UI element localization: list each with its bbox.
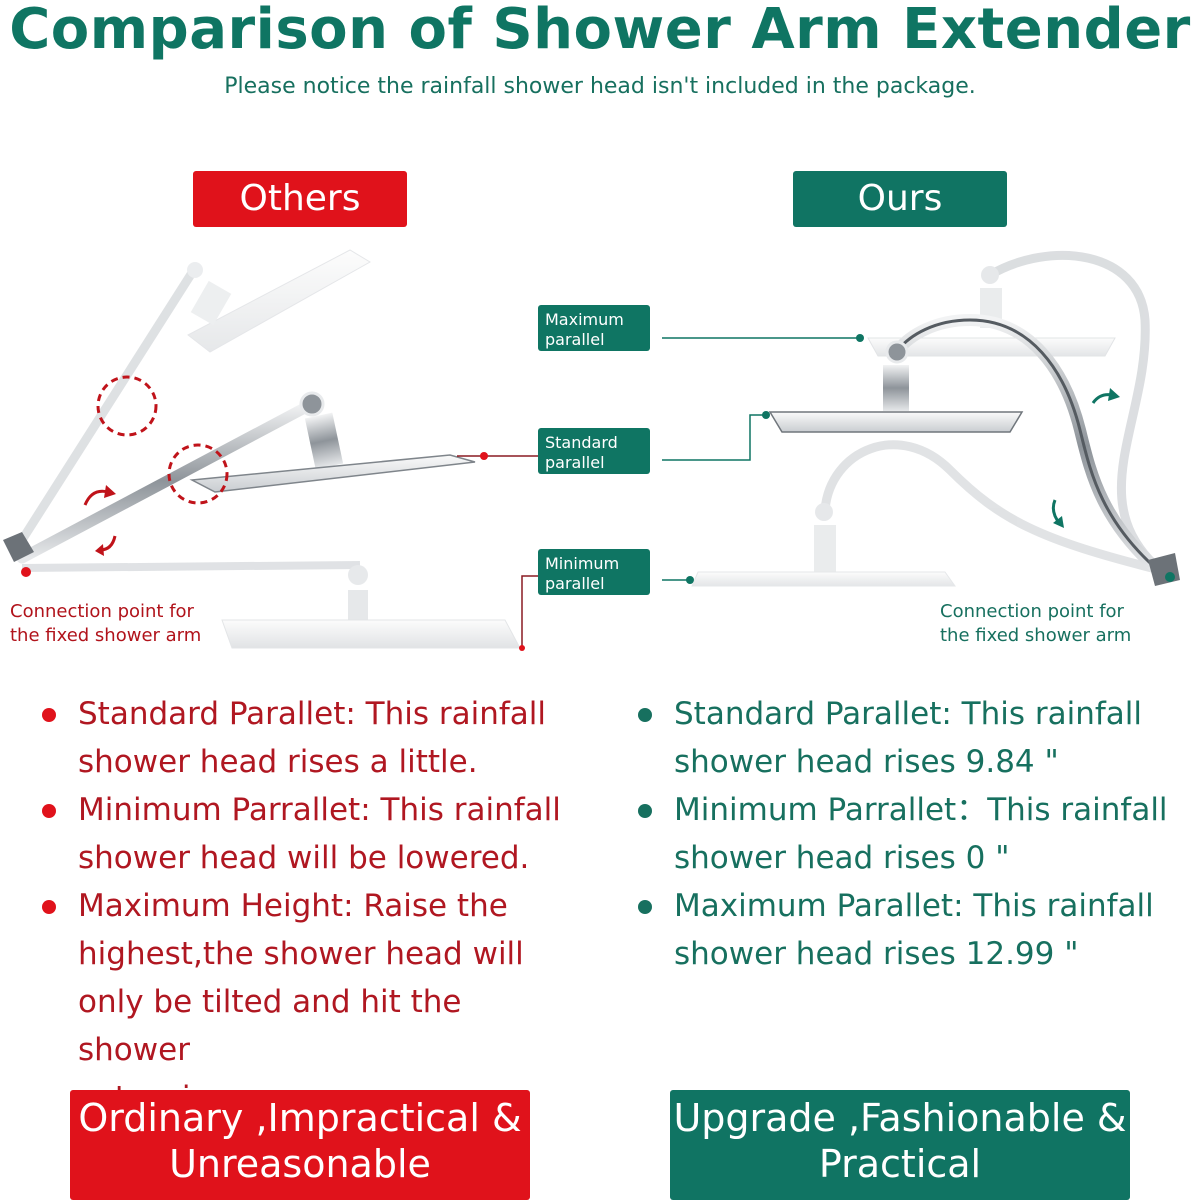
ours-shower-head-min-icon bbox=[691, 440, 1162, 587]
list-item-line: Standard Parallet: This rainfall bbox=[78, 696, 547, 732]
others-connection-caption: Connection point for the fixed shower ar… bbox=[10, 600, 201, 648]
others-feature-list: Standard Parallet: This rainfall shower … bbox=[42, 690, 572, 1122]
tag-line: parallel height bbox=[545, 330, 605, 369]
tag-line: Standard bbox=[545, 433, 618, 452]
others-shower-head-max-icon bbox=[18, 249, 371, 543]
comparison-illustration bbox=[3, 249, 1180, 651]
verdict-line: Unreasonable bbox=[169, 1142, 431, 1186]
others-verdict-banner: Ordinary ,Impractical & Unreasonable bbox=[70, 1090, 530, 1200]
bullet-icon bbox=[42, 900, 56, 914]
tag-line: parallel height bbox=[545, 574, 605, 613]
list-item: Maximum Height: Raise the highest,the sh… bbox=[42, 882, 572, 1122]
list-item-line: Minimum Parrallet: This rainfall bbox=[78, 792, 561, 828]
list-item-line: shower head rises a little. bbox=[78, 744, 478, 780]
list-item-line: highest,the shower head will bbox=[78, 936, 524, 972]
list-item: Standard Parallet: This rainfall shower … bbox=[638, 690, 1178, 786]
bullet-icon bbox=[42, 708, 56, 722]
others-pivot-highlight-icon bbox=[167, 443, 229, 505]
bullet-icon bbox=[638, 900, 652, 914]
bullet-icon bbox=[42, 804, 56, 818]
others-pivot-highlight-icon bbox=[96, 375, 158, 437]
caption-line: Connection point for bbox=[10, 601, 194, 622]
others-label: Others bbox=[193, 171, 407, 227]
list-item-line: shower head will be lowered. bbox=[78, 840, 530, 876]
ours-feature-list: Standard Parallet: This rainfall shower … bbox=[638, 690, 1178, 978]
list-item-line: Maximum Height: Raise the bbox=[78, 888, 508, 924]
tag-line: Maximum bbox=[545, 310, 624, 329]
list-item: Maximum Parallet: This rainfall shower h… bbox=[638, 882, 1178, 978]
ours-label: Ours bbox=[793, 171, 1007, 227]
verdict-line: Practical bbox=[818, 1142, 982, 1186]
tag-line: parallel height bbox=[545, 453, 605, 492]
maximum-parallel-height-tag: Maximum parallel height bbox=[538, 305, 650, 369]
others-shower-head-min-icon bbox=[21, 561, 521, 649]
caption-line: the fixed shower arm bbox=[10, 625, 202, 646]
list-item-line: Minimum Parrallet：This rainfall bbox=[674, 792, 1168, 828]
list-item-line: shower head rises 12.99 " bbox=[674, 936, 1079, 972]
swivel-joint-icon bbox=[885, 340, 909, 364]
others-connection-joint-icon bbox=[3, 532, 34, 562]
caption-line: the fixed shower arm bbox=[940, 625, 1132, 646]
page-subtitle: Please notice the rainfall shower head i… bbox=[224, 74, 976, 99]
others-shower-head-standard-icon bbox=[3, 391, 476, 577]
list-item: Standard Parallet: This rainfall shower … bbox=[42, 690, 572, 786]
tag-line: Minimum bbox=[545, 554, 620, 573]
standard-parallel-height-tag: Standard parallel height bbox=[538, 428, 650, 492]
curved-arrow-icon bbox=[83, 489, 109, 506]
list-item: Minimum Parrallet: This rainfall shower … bbox=[42, 786, 572, 882]
bullet-icon bbox=[638, 804, 652, 818]
list-item-line: Maximum Parallet: This rainfall bbox=[674, 888, 1154, 924]
page-title: Comparison of Shower Arm Extender bbox=[9, 0, 1191, 62]
list-item: Minimum Parrallet：This rainfall shower h… bbox=[638, 786, 1178, 882]
list-item-line: Standard Parallet: This rainfall bbox=[674, 696, 1143, 732]
ours-shower-head-standard-icon bbox=[768, 313, 1180, 586]
list-item-line: shower head rises 0 " bbox=[674, 840, 1010, 876]
bullet-icon bbox=[638, 708, 652, 722]
verdict-line: Upgrade ,Fashionable & bbox=[673, 1096, 1127, 1140]
ours-connection-caption: Connection point for the fixed shower ar… bbox=[940, 600, 1131, 648]
verdict-line: Ordinary ,Impractical & bbox=[78, 1096, 522, 1140]
minimum-parallel-height-tag: Minimum parallel height bbox=[538, 549, 650, 613]
list-item-line: shower head rises 9.84 " bbox=[674, 744, 1059, 780]
caption-line: Connection point for bbox=[940, 601, 1124, 622]
list-item-line: only be tilted and hit the shower bbox=[78, 984, 462, 1068]
ours-verdict-banner: Upgrade ,Fashionable & Practical bbox=[670, 1090, 1130, 1200]
